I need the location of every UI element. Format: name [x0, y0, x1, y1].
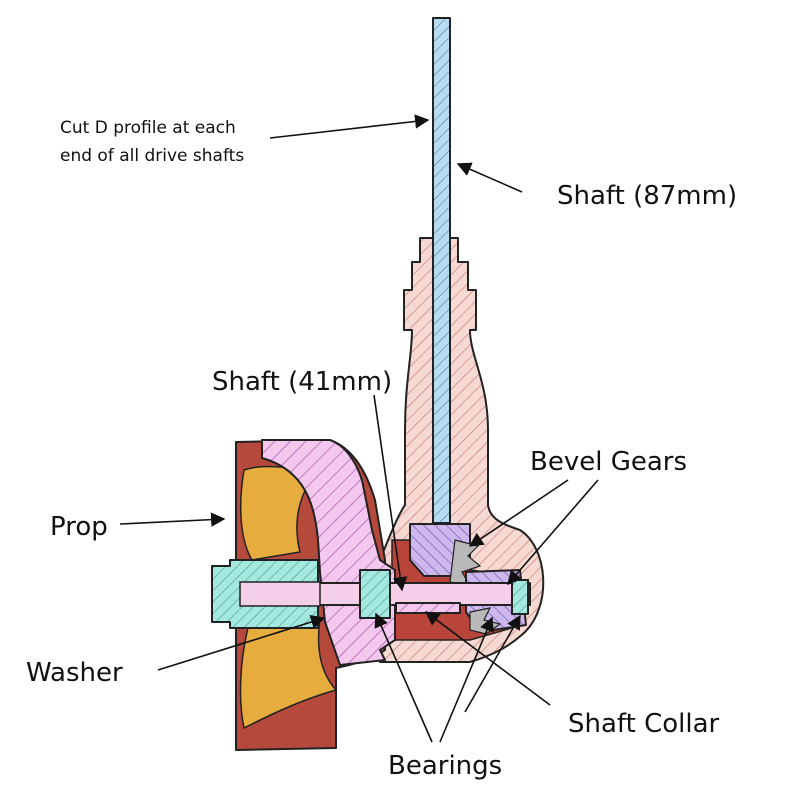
text-labels: Cut D profile at each end of all drive s…	[26, 118, 737, 781]
label-prop: Prop	[50, 512, 108, 542]
label-cut-d-profile-line2: end of all drive shafts	[60, 146, 244, 166]
label-bevel-gears: Bevel Gears	[530, 447, 687, 477]
washer	[211, 559, 321, 629]
arrow-bearing-a	[374, 612, 433, 743]
bevel-gear-vertical	[409, 523, 482, 587]
label-shaft-87mm: Shaft (87mm)	[557, 181, 737, 211]
arrow-washer	[157, 615, 326, 671]
arrow-shaft-41	[373, 394, 408, 592]
label-shaft-collar: Shaft Collar	[568, 709, 720, 739]
arrow-shaft-87	[456, 162, 523, 193]
shaft-collar	[395, 602, 461, 614]
vertical-shaft-87mm	[432, 17, 451, 524]
label-washer: Washer	[26, 658, 123, 688]
arrow-cut-d	[269, 114, 430, 139]
arrow-bevel-a	[468, 479, 569, 547]
bearing-right	[511, 579, 529, 615]
arrow-bearing-b	[439, 616, 494, 743]
label-shaft-41mm: Shaft (41mm)	[212, 367, 392, 397]
bearing-left	[359, 569, 391, 619]
arrow-bevel-b	[507, 479, 599, 586]
arrow-prop	[119, 512, 226, 527]
arrow-collar-a	[424, 611, 551, 706]
leader-lines	[119, 114, 599, 743]
arrow-collar-b	[464, 614, 521, 713]
label-cut-d-profile-line1: Cut D profile at each	[60, 118, 236, 138]
label-bearings: Bearings	[388, 751, 502, 781]
